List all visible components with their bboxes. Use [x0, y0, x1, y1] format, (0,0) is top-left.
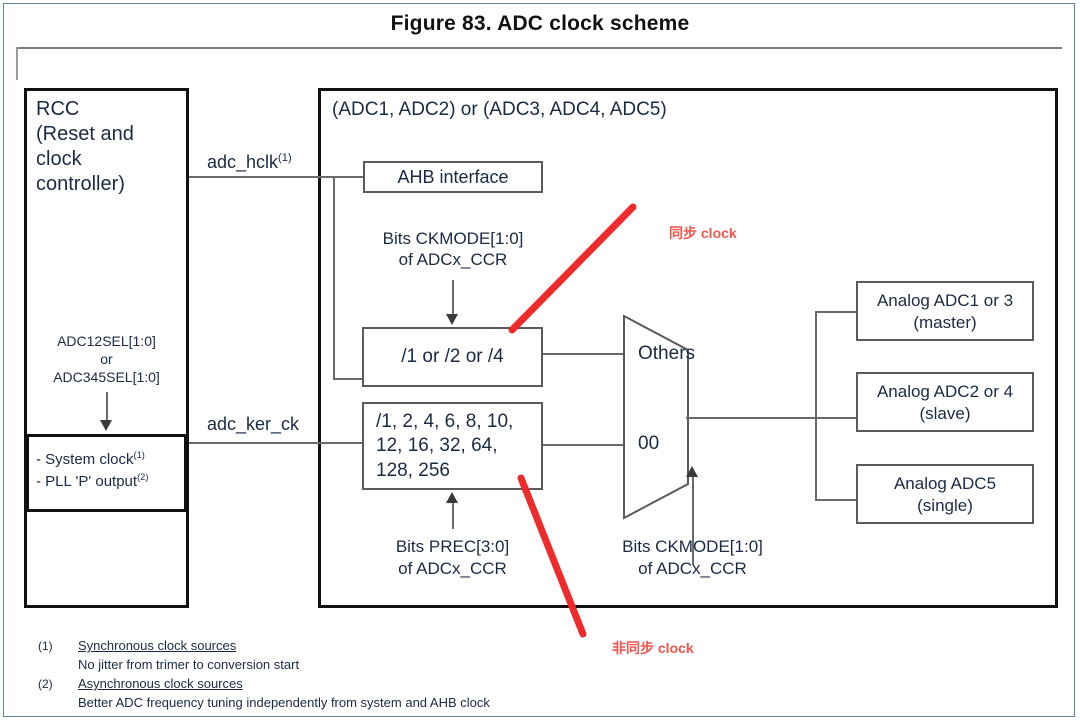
signal-adc-ker-ck-label: adc_ker_ck: [207, 414, 300, 434]
analog-adc2-line1: Analog ADC2 or 4: [876, 382, 1014, 401]
ahb-interface-box: AHB interface: [363, 161, 543, 193]
ckmode-top-line1: Bits CKMODE[1:0]: [382, 229, 524, 248]
signal-adc-hclk-text: adc_hclk: [207, 152, 279, 172]
divider-async-line1: /1, 2, 4, 6, 8, 10,: [376, 411, 514, 432]
analog-adc1-line1: Analog ADC1 or 3: [876, 291, 1014, 310]
sync-pointer-stroke: [508, 203, 637, 334]
analog-adc2-box: Analog ADC2 or 4 (slave): [856, 372, 1034, 432]
clock-source-system-clock: - System clock(1): [36, 450, 145, 469]
clock-source-box: [26, 434, 187, 512]
mux-select-arrow-head: [686, 466, 698, 477]
adc-sel-line1: ADC12SEL[1:0]: [57, 333, 156, 349]
wire-adc-hclk-branch-vertical: [333, 176, 335, 380]
ckmode-bottom-line1: Bits CKMODE[1:0]: [622, 537, 763, 556]
wire-adc-ker-ck: [189, 442, 364, 444]
mux-input-zero-label: 00: [638, 433, 660, 454]
prec-line2: of ADCx_CCR: [398, 559, 507, 578]
divider-async-box: /1, 2, 4, 6, 8, 10, 12, 16, 32, 64, 128,…: [362, 402, 543, 490]
rcc-block: [24, 88, 189, 608]
figure-title: Figure 83. ADC clock scheme: [390, 12, 690, 35]
rcc-title-line3: clock: [36, 148, 82, 170]
signal-adc-hclk-sup: (1): [278, 152, 292, 164]
wire-adc-hclk: [189, 176, 369, 178]
mux-input-others-label: Others: [638, 343, 696, 364]
analog-adc5-line1: Analog ADC5: [893, 474, 997, 493]
ahb-interface-label: AHB interface: [397, 166, 509, 187]
footnote-2-body: Better ADC frequency tuning independentl…: [78, 695, 490, 710]
divider-async-line3: 128, 256: [376, 459, 450, 481]
wire-mux-output: [686, 417, 816, 419]
adc-block-header: (ADC1, ADC2) or (ADC3, ADC4, ADC5): [332, 99, 667, 120]
signal-adc-hclk-label: adc_hclk(1): [207, 152, 292, 174]
rcc-title-line1: RCC: [36, 98, 80, 120]
analog-adc1-line2: (master): [913, 313, 977, 333]
divider-sync-label: /1 or /2 or /4: [401, 346, 504, 367]
sel-arrow-shaft: [106, 392, 108, 422]
wire-to-analog-adc5: [815, 499, 857, 501]
title-divider-rule: [16, 47, 1062, 49]
footnote-2-heading: Asynchronous clock sources: [78, 676, 243, 691]
clock-source-pll-output-text: - PLL 'P' output: [36, 473, 138, 490]
rcc-title-line2: (Reset and: [36, 123, 134, 145]
clock-source-pll-output-sup: (2): [137, 472, 149, 482]
sync-clock-annotation: 同步 clock: [669, 225, 737, 241]
async-pointer-stroke: [517, 474, 587, 638]
divider-async-line2: 12, 16, 32, 64,: [376, 435, 498, 457]
wire-mux-output-bus: [815, 311, 817, 500]
footnote-1-heading: Synchronous clock sources: [78, 638, 237, 653]
mux-trapezoid: [623, 314, 689, 520]
wire-to-analog-adc1: [815, 311, 857, 313]
ckmode-top-line2: of ADCx_CCR: [398, 250, 508, 269]
footnote-2-number: (2): [38, 677, 53, 691]
footnote-1-number: (1): [38, 639, 53, 653]
mux-select-arrow-shaft-lower: [692, 477, 694, 525]
title-divider-tick: [16, 47, 18, 80]
wire-adc-hclk-branch-to-divider: [333, 378, 364, 380]
prec-arrow-shaft: [452, 503, 454, 529]
ckmode-bottom-line2: of ADCx_CCR: [638, 559, 747, 578]
clock-source-pll-output: - PLL 'P' output(2): [36, 472, 148, 491]
analog-adc5-box: Analog ADC5 (single): [856, 464, 1034, 524]
clock-mux: [623, 314, 689, 520]
ckmode-top-arrow-head: [446, 314, 458, 325]
prec-line1: Bits PREC[3:0]: [395, 537, 510, 556]
wire-async-divider-to-mux: [543, 444, 626, 446]
clock-source-system-clock-text: - System clock: [36, 451, 134, 468]
footnote-1-body: No jitter from trimer to conversion star…: [78, 657, 300, 672]
analog-adc5-line2: (single): [917, 496, 973, 516]
ckmode-top-arrow-shaft: [452, 280, 454, 316]
async-clock-annotation: 非同步 clock: [612, 640, 694, 656]
analog-adc1-box: Analog ADC1 or 3 (master): [856, 281, 1034, 341]
divider-sync-box: /1 or /2 or /4: [362, 327, 543, 387]
sel-arrow-head: [100, 420, 112, 431]
clock-source-system-clock-sup: (1): [133, 450, 145, 460]
analog-adc2-line2: (slave): [919, 404, 971, 424]
wire-sync-divider-to-mux: [543, 353, 626, 355]
mux-select-arrow-shaft: [692, 522, 694, 565]
adc-sel-line2: or: [100, 351, 113, 367]
adc-sel-line3: ADC345SEL[1:0]: [53, 369, 160, 385]
prec-arrow-head: [446, 492, 458, 503]
wire-to-analog-adc2: [815, 417, 857, 419]
rcc-title-line4: controller): [36, 173, 125, 195]
